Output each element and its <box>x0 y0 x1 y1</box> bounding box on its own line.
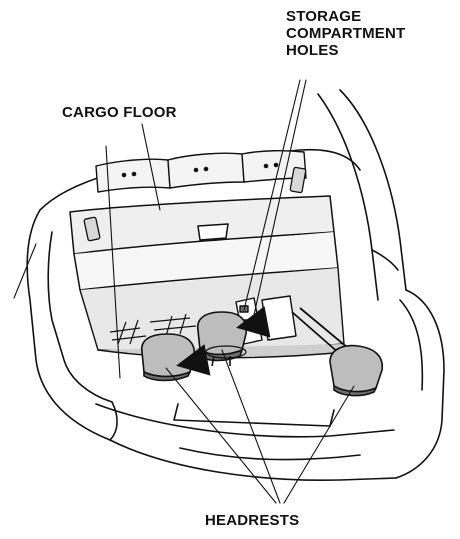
vehicle-body <box>26 89 445 482</box>
arrow-left-insert <box>176 344 211 376</box>
headrest-right <box>291 307 383 397</box>
leader-headrest-left <box>165 367 277 504</box>
storage-label-line-3: HOLES <box>286 42 339 59</box>
storage-label-line-1: STORAGE <box>286 8 362 25</box>
leader-headrest-middle <box>221 349 281 504</box>
rear-seatbacks <box>95 149 307 193</box>
arrow-right-insert <box>236 306 271 338</box>
side-latches <box>83 166 307 242</box>
storage-label-line-2: COMPARTMENT <box>286 25 406 42</box>
leader-cargo-strut <box>105 145 121 379</box>
leader-storage-2 <box>251 79 307 325</box>
body-edge-line <box>13 243 37 299</box>
cargo-floor-label: CARGO FLOOR <box>62 104 177 121</box>
leader-storage-1 <box>243 79 301 311</box>
headrest-middle <box>197 311 248 367</box>
storage-compartment-holes-label: STORAGE COMPARTMENT HOLES <box>286 8 405 59</box>
insertion-arrows <box>176 306 271 376</box>
headrest-left <box>141 333 195 382</box>
headrests-label: HEADRESTS <box>205 512 300 529</box>
leader-lines <box>13 79 355 504</box>
leader-headrest-right <box>283 385 355 504</box>
leader-cargo-floor <box>141 123 161 211</box>
